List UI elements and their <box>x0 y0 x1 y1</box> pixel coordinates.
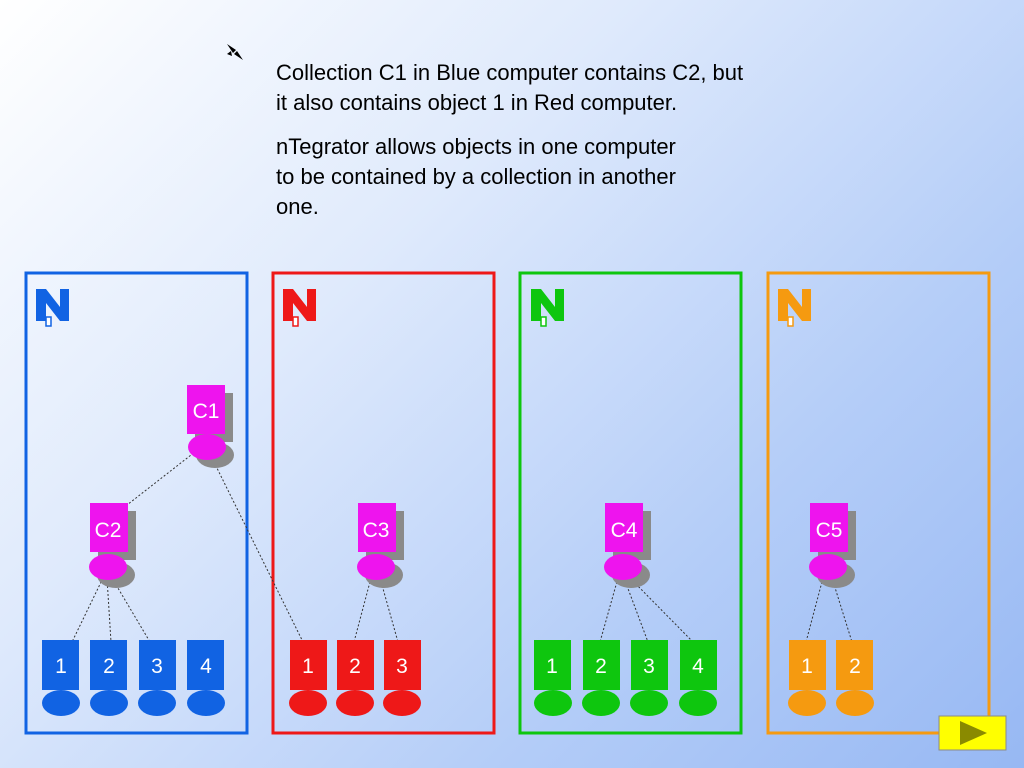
object-label: 1 <box>546 655 558 678</box>
collection-c4: C4 <box>604 503 651 588</box>
object-label: 3 <box>151 655 163 678</box>
collection-c2: C2 <box>89 503 136 588</box>
object-node: 3 <box>138 640 176 716</box>
collection-c1-label: C1 <box>193 400 220 423</box>
collection-c3: C3 <box>357 503 404 588</box>
caption-paragraph-2: nTegrator allows objects in one computer… <box>276 134 676 219</box>
blue-computer-panel <box>24 271 249 735</box>
object-label: 4 <box>692 655 704 678</box>
object-node: 4 <box>679 640 717 716</box>
object-label: 2 <box>849 655 861 678</box>
red-computer-panel <box>271 271 496 735</box>
object-node: 2 <box>336 640 374 716</box>
object-label: 2 <box>103 655 115 678</box>
play-triangle-icon <box>960 721 987 745</box>
collection-c5-label: C5 <box>816 519 843 542</box>
object-label: 3 <box>643 655 655 678</box>
object-node: 1 <box>788 640 826 716</box>
connector-lines <box>71 447 853 643</box>
object-node: 2 <box>90 640 128 716</box>
object-node: 4 <box>187 640 225 716</box>
collection-c5: C5 <box>809 503 856 588</box>
object-node: 1 <box>534 640 572 716</box>
ntegrator-logo-icon <box>36 289 69 327</box>
ntegrator-logo-icon <box>531 289 564 327</box>
caption-text: Collection C1 in Blue computer contains … <box>276 58 756 236</box>
object-label: 4 <box>200 655 212 678</box>
object-node: 3 <box>383 640 421 716</box>
object-node: 1 <box>289 640 327 716</box>
object-label: 2 <box>349 655 361 678</box>
collection-c3-label: C3 <box>363 519 390 542</box>
object-node: 2 <box>836 640 874 716</box>
object-label: 1 <box>801 655 813 678</box>
object-label: 2 <box>595 655 607 678</box>
next-slide-button[interactable] <box>938 715 1007 751</box>
ntegrator-logo-icon <box>283 289 316 327</box>
collection-c2-label: C2 <box>95 519 122 542</box>
object-node: 2 <box>582 640 620 716</box>
object-label: 1 <box>302 655 314 678</box>
object-node: 3 <box>630 640 668 716</box>
collection-c4-label: C4 <box>611 519 638 542</box>
object-label: 3 <box>396 655 408 678</box>
object-node: 1 <box>42 640 80 716</box>
collection-c1: C1 <box>187 385 234 468</box>
ntegrator-logo-icon <box>778 289 811 327</box>
orange-computer-panel <box>766 271 991 735</box>
object-label: 1 <box>55 655 67 678</box>
green-computer-panel <box>518 271 743 735</box>
bullet-icon <box>224 41 246 68</box>
caption-paragraph-1: Collection C1 in Blue computer contains … <box>276 60 744 115</box>
